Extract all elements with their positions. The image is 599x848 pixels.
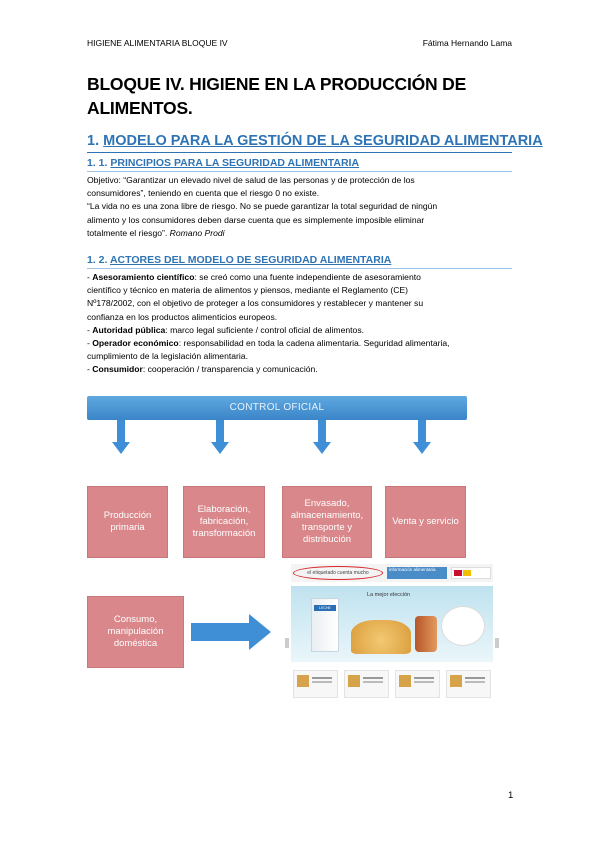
section-1-title: MODELO PARA LA GESTIÓN DE LA SEGURIDAD A… xyxy=(103,133,543,149)
box-venta: Venta y servicio xyxy=(385,486,466,558)
actor-name: Consumidor xyxy=(92,364,143,375)
website-tile xyxy=(344,670,389,698)
hero-title: La mejor elección xyxy=(367,592,411,598)
control-oficial-bar: CONTROL OFICIAL xyxy=(87,396,467,420)
section-1-rule xyxy=(87,152,512,153)
arrow-down-icon xyxy=(211,420,229,454)
arrow-down-icon xyxy=(413,420,431,454)
quote-line-3-text: totalmente el riesgo”. xyxy=(87,227,168,238)
actor-line: confianza en los productos alimenticios … xyxy=(87,311,278,322)
actor-text: : se creó como una fuente independiente … xyxy=(194,272,421,282)
section-1-1-rule xyxy=(87,171,512,172)
page-header: HIGIENE ALIMENTARIA BLOQUE IV Fátima Her… xyxy=(87,38,512,52)
milk-carton-icon: LECHE xyxy=(311,598,339,652)
actor-name: Autoridad pública xyxy=(92,324,166,335)
website-topbar: el etiquetado cuenta mucho información a… xyxy=(291,564,493,582)
actor-line: - Operador económico: responsabilidad en… xyxy=(87,338,450,349)
actor-text: : cooperación / transparencia y comunica… xyxy=(142,364,318,375)
section-1-1-title: PRINCIPIOS PARA LA SEGURIDAD ALIMENTARIA xyxy=(110,157,360,169)
page-title: BLOQUE IV. HIGIENE EN LA PRODUCCIÓN DE A… xyxy=(87,74,467,118)
box-produccion-primaria: Producción primaria xyxy=(87,486,168,558)
section-1-1-number: 1. 1. xyxy=(87,157,108,169)
header-left: HIGIENE ALIMENTARIA BLOQUE IV xyxy=(87,38,228,48)
actor-line: cumplimiento de la legislación alimentar… xyxy=(87,351,248,362)
page-number: 1 xyxy=(508,790,514,801)
actor-line: - Autoridad pública: marco legal suficie… xyxy=(87,324,365,335)
speech-bubble-icon xyxy=(441,606,485,646)
box-elaboracion: Elaboración, fabricación, transformación xyxy=(183,486,265,558)
jar-icon xyxy=(415,616,437,652)
website-tile xyxy=(395,670,440,698)
quote-line-3: totalmente el riesgo”. Romano Prodi xyxy=(87,227,515,240)
actor-text: : responsabilidad en toda la cadena alim… xyxy=(178,338,450,349)
actor-text: : marco legal suficiente / control ofici… xyxy=(165,324,365,335)
ministry-logo-icon xyxy=(451,567,491,579)
section-1-2-title: ACTORES DEL MODELO DE SEGURIDAD ALIMENTA… xyxy=(109,254,392,266)
pasta-icon xyxy=(351,620,411,654)
actor-name: Asesoramiento científico xyxy=(92,272,195,282)
actors-paragraph: - Asesoramiento científico: se creó como… xyxy=(87,271,515,377)
website-tile xyxy=(446,670,491,698)
arrow-right-icon xyxy=(191,614,271,650)
box-envasado: Envasado, almacenamiento, transporte y d… xyxy=(282,486,372,558)
section-1-2-heading: 1. 2. ACTORES DEL MODELO DE SEGURIDAD AL… xyxy=(87,254,517,266)
actor-line: científico y técnico en materia de alime… xyxy=(87,285,408,296)
food-chain-diagram: CONTROL OFICIAL Producción primaria Elab… xyxy=(87,396,512,698)
principles-paragraph: Objetivo: “Garantizar un elevado nivel d… xyxy=(87,174,515,240)
header-right: Fátima Hernando Lama xyxy=(422,38,512,48)
quote-line-2: alimento y los consumidores deben darse … xyxy=(87,214,425,225)
website-hero: La mejor elección LECHE xyxy=(285,586,499,662)
quote-author: Romano Prodi xyxy=(169,227,225,238)
website-tag: información alimentaria xyxy=(387,567,447,579)
section-1-2-number: 1. 2. xyxy=(87,254,108,266)
section-1-1-heading: 1. 1. PRINCIPIOS PARA LA SEGURIDAD ALIME… xyxy=(87,157,517,169)
actor-line: Nº178/2002, con el objetivo de proteger … xyxy=(87,298,424,309)
quote-line-1: “La vida no es una zona libre de riesgo.… xyxy=(87,201,438,212)
section-1-heading: 1. MODELO PARA LA GESTIÓN DE LA SEGURIDA… xyxy=(87,133,543,149)
website-tile xyxy=(293,670,338,698)
section-1-number: 1. xyxy=(87,133,100,149)
labeling-website-image: el etiquetado cuenta mucho información a… xyxy=(285,564,499,698)
carton-label: LECHE xyxy=(314,605,336,611)
arrow-down-icon xyxy=(112,420,130,454)
section-1-2-rule xyxy=(87,268,512,269)
actor-line: - Asesoramiento científico: se creó como… xyxy=(87,272,421,282)
actor-line: - Consumidor: cooperación / transparenci… xyxy=(87,364,318,375)
actor-name: Operador económico xyxy=(92,338,179,349)
carousel-next-icon xyxy=(495,638,499,648)
website-tiles xyxy=(293,670,491,698)
objective-line-1: Objetivo: “Garantizar un elevado nivel d… xyxy=(87,175,415,185)
arrow-down-icon xyxy=(313,420,331,454)
box-consumo: Consumo, manipulación doméstica xyxy=(87,596,184,668)
highlight-oval: el etiquetado cuenta mucho xyxy=(293,566,383,580)
carousel-prev-icon xyxy=(285,638,289,648)
objective-line-2: consumidores”, teniendo en cuenta que el… xyxy=(87,188,320,199)
